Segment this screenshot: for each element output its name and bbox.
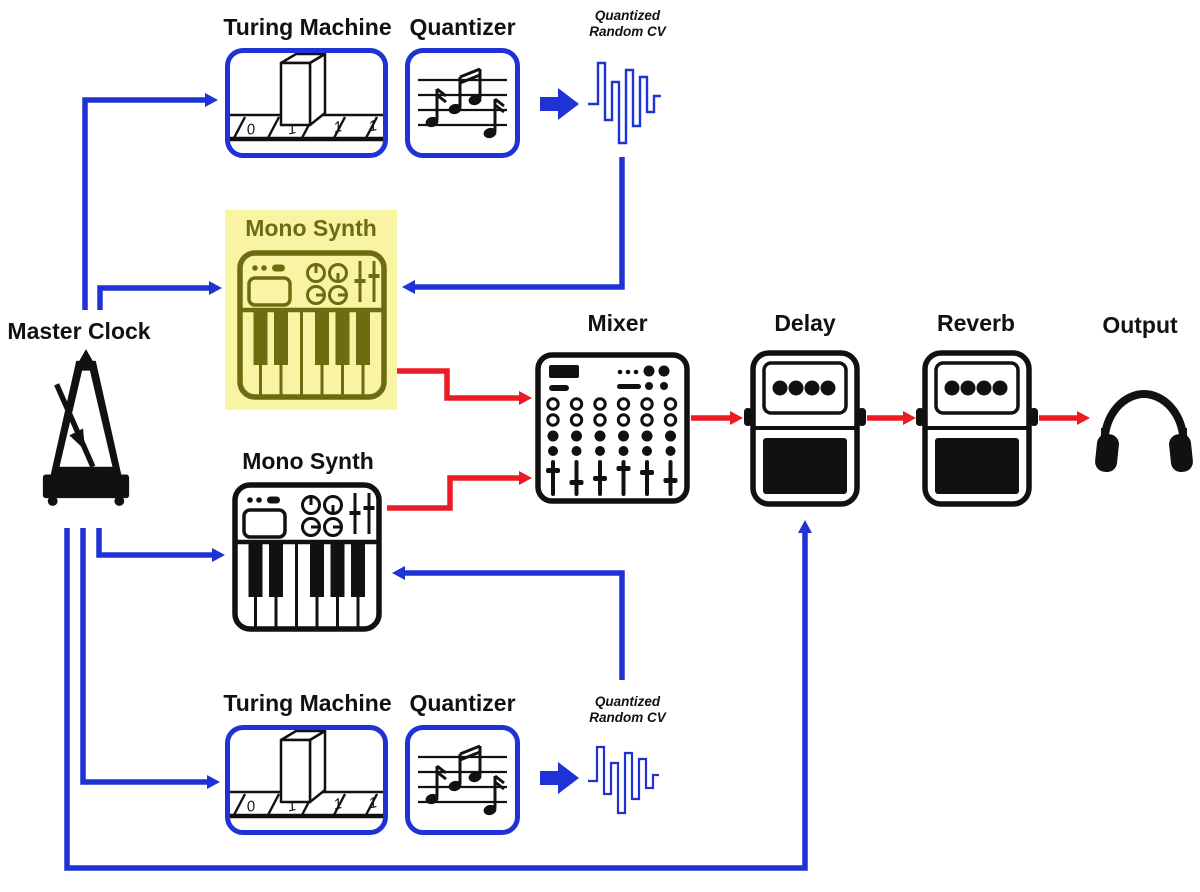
keyboard-synth-icon	[237, 250, 387, 400]
master-clock-label: Master Clock	[7, 318, 151, 344]
cv-top-label: Quantized Random CV	[589, 8, 666, 39]
turing-machine-top-node: 0 1 1 1	[225, 48, 388, 158]
turing-block	[279, 53, 327, 127]
turing-machine-bottom-node: 0 1 1 1	[225, 725, 388, 835]
stepped-waveform-icon	[588, 61, 661, 145]
edge-clock-to-turing-machine-top	[82, 93, 218, 310]
turing-machine-icon: 0 1 1 1	[230, 730, 383, 819]
reverb-label: Reverb	[937, 310, 1015, 336]
quantizer-bottom-node	[405, 725, 520, 835]
stepped-waveform-icon	[588, 745, 659, 815]
music-notes-icon	[418, 744, 507, 816]
edge-cv-bottom-to-mono-synth-2	[392, 566, 625, 680]
edge-clock-to-mono-synth-2	[96, 528, 225, 562]
output-label: Output	[1102, 312, 1178, 338]
delay-label: Delay	[774, 310, 836, 336]
edge-cv-top-to-mono-synth-1	[402, 157, 625, 294]
mixer-icon	[535, 352, 690, 504]
quantizer-top-node	[405, 48, 520, 158]
edge-mono-synth-1-to-mixer	[395, 368, 532, 405]
mixer-label: Mixer	[587, 310, 648, 336]
block-arrow-quantizer-top-to-cv	[540, 88, 579, 120]
tape-digit: 1	[332, 118, 344, 136]
turing-machine-top-label: Turing Machine	[223, 14, 392, 40]
edge-clock-to-delay	[64, 520, 812, 871]
turing-machine-icon: 0 1 1 1	[230, 53, 383, 142]
effects-pedal-icon	[916, 350, 1038, 507]
mono-synth-2-label: Mono Synth	[242, 448, 374, 474]
effects-pedal-icon	[744, 350, 866, 507]
edge-clock-to-turing-machine-bottom	[80, 528, 220, 789]
quantizer-bottom-label: Quantizer	[409, 690, 516, 716]
quantizer-top-label: Quantizer	[409, 14, 516, 40]
pendulum	[54, 383, 96, 468]
mono-synth-1-label: Mono Synth	[245, 215, 377, 241]
tape-digit: 0	[245, 120, 257, 138]
edge-clock-to-mono-synth-1	[97, 281, 222, 310]
metronome-icon	[42, 349, 130, 506]
music-notes-icon	[418, 67, 507, 139]
tape-digit: 0	[245, 797, 257, 815]
tape-digit: 1	[367, 794, 379, 812]
tape-digit: 1	[367, 117, 379, 135]
edge-mono-synth-2-to-mixer	[387, 471, 532, 511]
headphones-icon	[1095, 389, 1193, 473]
cv-bottom-label: Quantized Random CV	[589, 694, 666, 725]
tape-digit: 1	[286, 120, 298, 138]
turing-block	[279, 730, 327, 804]
turing-machine-bottom-label: Turing Machine	[223, 690, 392, 716]
keyboard-synth-icon	[232, 482, 382, 632]
block-arrow-quantizer-bottom-to-cv	[540, 762, 579, 794]
tape-digit: 1	[332, 795, 344, 813]
tape-digit: 1	[286, 797, 298, 815]
